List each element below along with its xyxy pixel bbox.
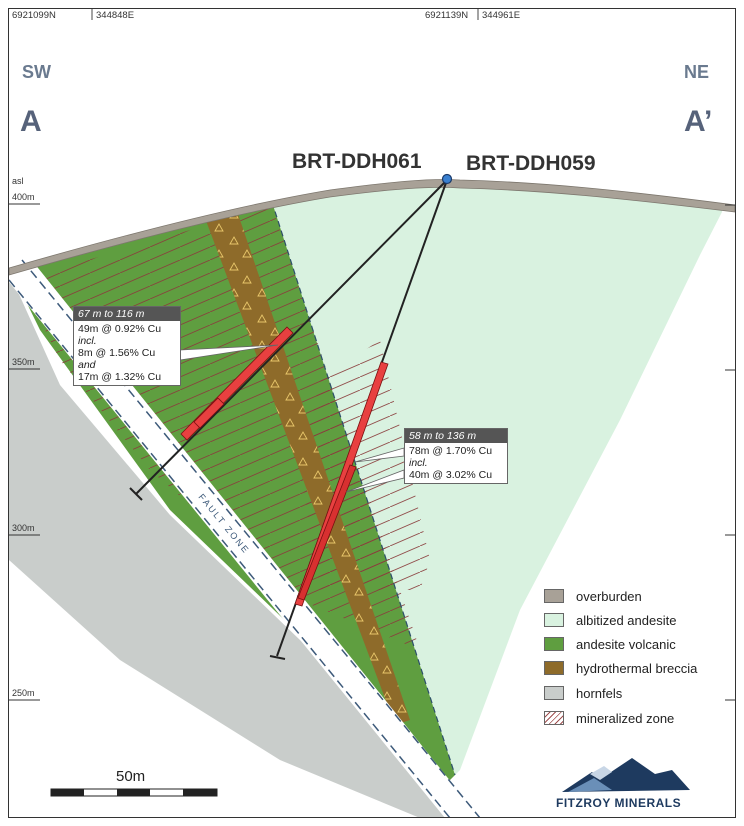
fault-zone-band — [9, 258, 480, 817]
section-a-prime-label: A’ — [684, 105, 713, 138]
elevation-350: 350m — [12, 357, 35, 367]
legend-label-hornfels: hornfels — [576, 685, 623, 701]
legend-swatch-hornfels — [544, 686, 564, 700]
legend-label-hydrothermal-breccia: hydrothermal breccia — [576, 660, 698, 676]
legend-label-mineralized-zone: mineralized zone — [576, 710, 675, 726]
scale-bar — [50, 788, 218, 797]
map-frame — [8, 8, 736, 818]
collar-marker — [441, 173, 453, 185]
legend-label-andesite-volcanic: andesite volcanic — [576, 636, 676, 652]
legend-swatch-albitized-andesite — [544, 613, 564, 627]
legend-swatch-overburden — [544, 589, 564, 603]
scale-bar-label: 50m — [116, 768, 146, 785]
callout-ddh061-line4: and — [78, 359, 96, 371]
callout-ddh061-line1: 49m @ 0.92% Cu — [78, 323, 162, 335]
callout-ddh061-header: 67 m to 116 m — [74, 307, 180, 321]
hole-label-ddh059: BRT-DDH059 — [466, 152, 596, 175]
legend-item-hornfels: hornfels — [544, 684, 622, 702]
elevation-300: 300m — [12, 523, 35, 533]
legend-swatch-andesite-volcanic — [544, 637, 564, 651]
callout-ddh061-line2: incl. — [78, 335, 97, 347]
drillhole-ddh059-end — [269, 655, 286, 660]
hole-label-ddh061: BRT-DDH061 — [292, 150, 422, 173]
coord-left-northing: 6921099N — [12, 10, 56, 21]
elevation-250: 250m — [12, 688, 35, 698]
legend-item-mineralized-zone: mineralized zone — [544, 709, 674, 727]
elevation-datum: asl — [12, 176, 24, 186]
direction-ne: NE — [684, 62, 710, 82]
callout-ddh059-line1: 78m @ 1.70% Cu — [409, 445, 493, 457]
legend-swatch-hydrothermal-breccia — [544, 661, 564, 675]
drillhole-ddh061-end — [129, 487, 143, 501]
drillhole-ddh061-trace — [135, 179, 448, 495]
elevation-400: 400m — [12, 192, 35, 202]
overburden-unit — [9, 179, 735, 276]
callout-ddh061-line3: 8m @ 1.56% Cu — [78, 347, 156, 359]
direction-sw: SW — [22, 62, 51, 82]
callout-ddh061-line5: 17m @ 1.32% Cu — [78, 371, 162, 383]
legend-item-hydrothermal-breccia: hydrothermal breccia — [544, 659, 697, 677]
legend-label-overburden: overburden — [576, 588, 642, 604]
legend-item-andesite-volcanic: andesite volcanic — [544, 635, 676, 653]
callout-ddh059-line3: 40m @ 3.02% Cu — [409, 469, 493, 481]
fitzroy-logo-mark — [562, 758, 690, 792]
coord-left-easting: 344848E — [96, 10, 135, 21]
legend-label-albitized-andesite: albitized andesite — [576, 612, 677, 628]
legend-item-overburden: overburden — [544, 587, 642, 605]
callout-ddh061: 67 m to 116 m 49m @ 0.92% Cu incl. 8m @ … — [73, 306, 181, 386]
callout-ddh059-line2: incl. — [409, 457, 428, 469]
callout-ddh059-header: 58 m to 136 m — [405, 429, 507, 443]
logo-wordmark: FITZROY MINERALS — [556, 796, 682, 810]
geologic-contact — [271, 201, 456, 776]
callout-ddh059: 58 m to 136 m 78m @ 1.70% Cu incl. 40m @… — [404, 428, 508, 484]
hornfels-unit — [9, 272, 470, 817]
ddh061-high-grade — [193, 397, 225, 429]
legend-item-albitized-andesite: albitized andesite — [544, 611, 676, 629]
coord-right-easting: 344961E — [482, 10, 521, 21]
breccia-pattern — [205, 214, 410, 725]
section-a-label: A — [20, 105, 42, 138]
ddh059-high-grade — [297, 464, 357, 601]
ddh059-intercept — [294, 361, 389, 607]
coord-right-northing: 6921139N — [425, 10, 469, 21]
legend-swatch-mineralized-zone — [544, 711, 564, 725]
